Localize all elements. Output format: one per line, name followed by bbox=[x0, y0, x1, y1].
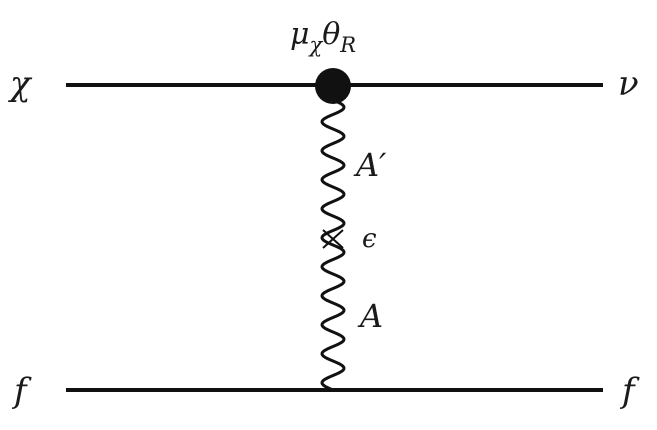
propagator-label-photon: A bbox=[357, 297, 383, 335]
propagator-label-dark-photon: A′ bbox=[353, 146, 387, 184]
particle-label-top-right: ν bbox=[618, 64, 639, 104]
particle-label-bottom-left: f bbox=[11, 371, 32, 411]
mixing-cross-icon bbox=[322, 229, 344, 249]
mixing-parameter-label: ϵ bbox=[362, 224, 377, 254]
interaction-vertex bbox=[315, 68, 351, 104]
photon-propagator bbox=[320, 98, 346, 392]
vertex-label: μχθR bbox=[290, 17, 356, 57]
particle-label-top-left: χ bbox=[8, 64, 33, 104]
particle-label-bottom-right: f bbox=[619, 371, 640, 411]
